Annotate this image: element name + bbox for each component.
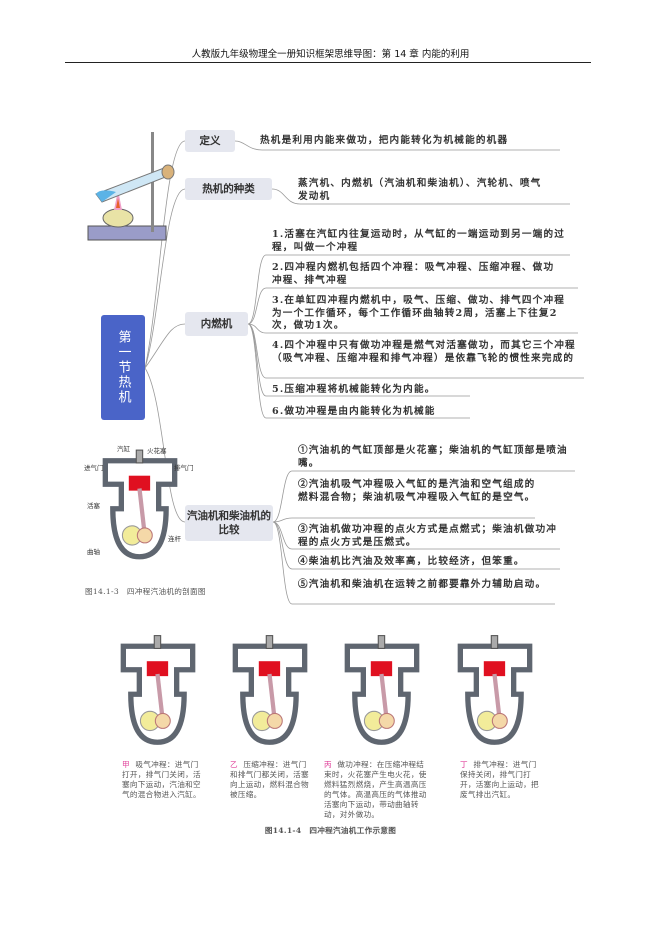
types-text: 蒸汽机、内燃机（汽油机和柴油机）、汽轮机、喷气发动机 — [298, 178, 542, 202]
figure-caption: 图14.1-4 四冲程汽油机工作示意图 — [264, 826, 397, 835]
compare-item: ①汽油机的气缸顶部是火花塞；柴油机的气缸顶部是喷油嘴。 — [298, 445, 568, 469]
ice-item: 3.在单缸四冲程内燃机中，吸气、压缩、做功、排气四个冲程为一个工作循环，每个工作… — [272, 295, 566, 331]
stroke-key: 丙 — [324, 760, 332, 769]
label-crankshaft: 曲轴 — [87, 548, 100, 556]
engine-cross-section-diagram — [100, 447, 180, 562]
engine-power-stroke — [342, 635, 422, 745]
stroke-text: 吸气冲程：进气门打开，排气门关闭，活塞向下运动，汽油和空气的混合物进入汽缸。 — [122, 760, 201, 799]
ice-item: 1.活塞在汽缸内往复运动时，从气缸的一端运动到另一端的过程，叫做一个冲程 — [272, 229, 566, 253]
label-intake-valve: 进气门 — [84, 464, 104, 472]
ice-item: 6.做功冲程是由内能转化为机械能 — [272, 406, 436, 417]
stroke-key: 甲 — [122, 760, 130, 769]
stroke-text: 排气冲程：进气门保持关闭，排气门打开，活塞向上运动，把废气排出汽缸。 — [460, 760, 539, 799]
node-internal-combustion-engine[interactable]: 内燃机 — [185, 312, 248, 336]
page-header: 人教版九年级物理全一册知识框架思维导图：第 14 章 内能的利用 — [191, 49, 470, 60]
engine-intake-stroke — [118, 635, 198, 745]
stroke-text: 压缩冲程：进气门和排气门都关闭，活塞向上运动，燃料混合物被压缩。 — [230, 760, 309, 799]
stroke-text: 做功冲程：在压缩冲程结束时，火花塞产生电火花，使燃料猛烈燃烧，产生高温高压的气体… — [324, 760, 427, 819]
label-connecting-rod: 连杆 — [168, 535, 181, 543]
ice-item: 2.四冲程内燃机包括四个冲程：吸气冲程、压缩冲程、做功冲程、排气冲程 — [272, 262, 555, 286]
compare-item: ③汽油机做功冲程的点火方式是点燃式；柴油机做功冲程的点火方式是压燃式。 — [298, 524, 558, 548]
engine-compression-stroke — [230, 635, 310, 745]
label-exhaust-valve: 排气门 — [174, 464, 194, 472]
engine-exhaust-stroke — [455, 635, 535, 745]
node-gasoline-vs-diesel[interactable]: 汽油机和柴油机的比较 — [185, 505, 273, 541]
stroke-caption: 乙 压缩冲程：进气门和排气门都关闭，活塞向上运动，燃料混合物被压缩。 — [230, 760, 310, 800]
heating-apparatus-illustration — [87, 132, 175, 241]
stroke-key: 丁 — [460, 760, 468, 769]
stroke-key: 乙 — [230, 760, 238, 769]
stroke-caption: 甲 吸气冲程：进气门打开，排气门关闭，活塞向下运动，汽油和空气的混合物进入汽缸。 — [122, 760, 202, 800]
node-types[interactable]: 热机的种类 — [185, 178, 272, 200]
compare-item: ⑤汽油机和柴油机在运转之前都要靠外力辅助启动。 — [298, 579, 547, 590]
compare-item: ④柴油机比汽油及效率高，比较经济，但笨重。 — [298, 556, 525, 567]
central-topic[interactable]: 第一节热机 — [101, 315, 145, 420]
label-piston: 活塞 — [87, 502, 100, 510]
ice-item: 4.四个冲程中只有做功冲程是燃气对活塞做功，而其它三个冲程（吸气冲程、压缩冲程和… — [272, 340, 576, 364]
ice-item: 5.压缩冲程将机械能转化为内能。 — [272, 384, 436, 395]
stroke-caption: 丙 做功冲程：在压缩冲程结束时，火花塞产生电火花，使燃料猛烈燃烧，产生高温高压的… — [324, 760, 432, 820]
definition-text: 热机是利用内能来做功，把内能转化为机械能的机器 — [260, 135, 509, 146]
header-rule — [65, 62, 591, 63]
node-definition[interactable]: 定义 — [185, 130, 235, 152]
figure-caption: 图14.1-3 四冲程汽油机的剖面图 — [85, 587, 206, 596]
stroke-caption: 丁 排气冲程：进气门保持关闭，排气门打开，活塞向上运动，把废气排出汽缸。 — [460, 760, 540, 800]
compare-item: ②汽油机吸气冲程吸入气缸的是汽油和空气组成的燃料混合物；柴油机吸气冲程吸入气缸的… — [298, 479, 536, 503]
label-cylinder: 汽缸 — [117, 445, 130, 453]
label-spark-plug: 火花塞 — [147, 447, 167, 455]
